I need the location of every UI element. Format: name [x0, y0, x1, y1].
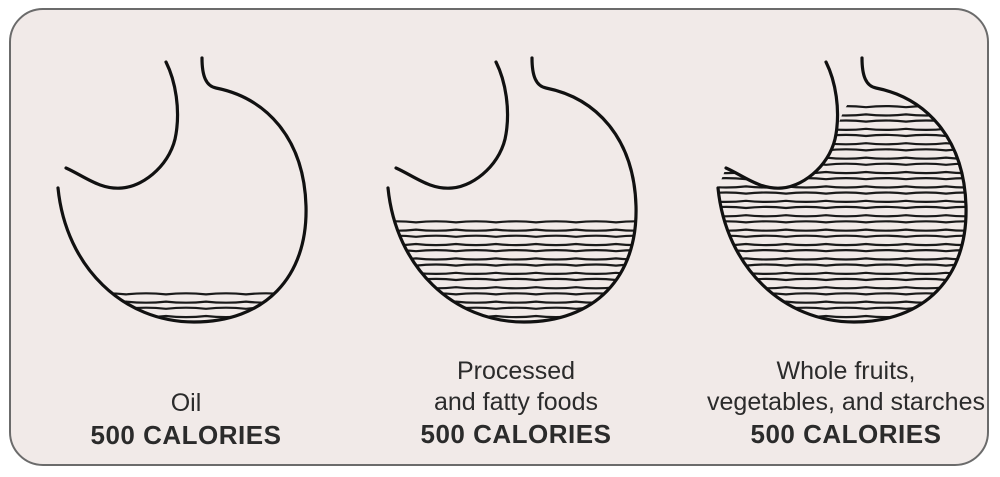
calorie-label: 500 CALORIES	[26, 419, 346, 451]
panel-processed: Processed and fatty foods 500 CALORIES	[356, 10, 676, 468]
fill-wave-line	[706, 106, 986, 107]
stomach-whole-foods-illustration	[686, 10, 1000, 350]
food-fill-lines	[46, 293, 326, 317]
fill-wave-line	[706, 236, 986, 237]
stomach-outline	[58, 58, 306, 322]
fill-wave-line	[706, 164, 986, 165]
fill-wave-line	[706, 273, 986, 274]
fill-wave-line	[46, 316, 326, 317]
fill-wave-line	[706, 215, 986, 216]
fill-wave-line	[376, 258, 656, 259]
fill-wave-line	[706, 258, 986, 259]
fill-wave-line	[46, 293, 326, 294]
fill-wave-line	[706, 244, 986, 245]
fill-wave-line	[706, 186, 986, 187]
fill-wave-line	[706, 143, 986, 144]
fill-wave-line	[376, 316, 656, 317]
calorie-label: 500 CALORIES	[356, 418, 676, 450]
food-description: Oil	[26, 388, 346, 419]
fill-wave-line	[376, 302, 656, 303]
panel-whole-foods: Whole fruits, vegetables, and starches 5…	[686, 10, 1000, 468]
fill-wave-line	[376, 236, 656, 237]
food-description-line-1: Processed	[356, 356, 676, 387]
fill-wave-line	[706, 308, 986, 309]
fill-wave-line	[376, 244, 656, 245]
fill-wave-line	[706, 221, 986, 222]
food-description-line-2: and fatty foods	[356, 387, 676, 418]
fill-wave-line	[706, 207, 986, 208]
fill-wave-line	[706, 158, 986, 159]
fill-wave-line	[706, 149, 986, 150]
fill-wave-line	[706, 279, 986, 280]
stomach-oil-illustration	[26, 10, 346, 350]
fill-wave-line	[46, 302, 326, 303]
fill-wave-line	[376, 265, 656, 266]
fill-wave-line	[376, 279, 656, 280]
fill-wave-line	[706, 265, 986, 266]
fill-wave-line	[376, 221, 656, 222]
fill-wave-line	[376, 287, 656, 288]
food-description-line-1: Whole fruits,	[686, 356, 1000, 387]
infographic-frame: Oil 500 CALORIES Processed and fatty foo…	[9, 8, 989, 466]
caption-whole-foods: Whole fruits, vegetables, and starches 5…	[686, 356, 1000, 450]
fill-wave-line	[376, 230, 656, 231]
fill-wave-line	[706, 121, 986, 122]
stomach-processed-illustration	[356, 10, 676, 350]
fill-wave-line	[706, 293, 986, 294]
calorie-label: 500 CALORIES	[686, 418, 1000, 450]
fill-wave-line	[706, 172, 986, 173]
fill-wave-line	[706, 316, 986, 317]
fill-wave-line	[706, 193, 986, 194]
stomach-outline	[388, 58, 636, 322]
caption-oil: Oil 500 CALORIES	[26, 388, 346, 451]
panel-oil: Oil 500 CALORIES	[26, 10, 346, 468]
fill-wave-line	[376, 250, 656, 251]
fill-wave-line	[46, 308, 326, 309]
fill-wave-line	[706, 135, 986, 136]
fill-wave-line	[376, 293, 656, 294]
fill-wave-line	[376, 308, 656, 309]
stomach-outline	[718, 58, 966, 322]
fill-wave-line	[706, 287, 986, 288]
fill-wave-line	[706, 201, 986, 202]
fill-wave-line	[706, 230, 986, 231]
fill-wave-line	[706, 250, 986, 251]
fill-wave-line	[706, 302, 986, 303]
caption-processed: Processed and fatty foods 500 CALORIES	[356, 356, 676, 450]
fill-wave-line	[376, 273, 656, 274]
food-description-line-2: vegetables, and starches	[686, 387, 1000, 418]
fill-wave-line	[706, 114, 986, 115]
